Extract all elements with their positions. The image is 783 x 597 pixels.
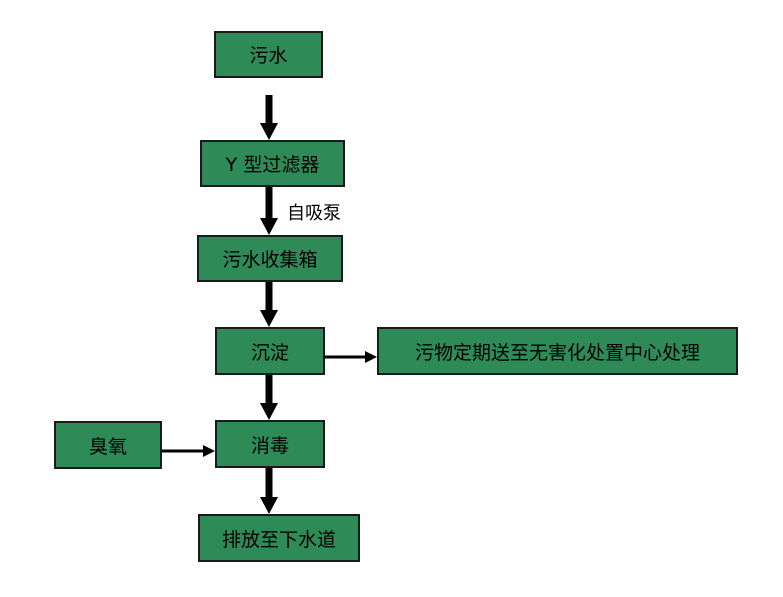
node-sludge-disposal: 污物定期送至无害化处置中心处理 (377, 327, 738, 375)
node-sludge-disposal-label: 污物定期送至无害化处置中心处理 (414, 341, 700, 364)
node-discharge: 排放至下水道 (198, 514, 360, 562)
node-discharge-label: 排放至下水道 (221, 528, 336, 551)
arrow-sedimentation-to-disinfection (260, 375, 278, 420)
arrow-disinfection-to-discharge (260, 468, 278, 514)
node-y-filter-label: Y 型过滤器 (225, 154, 320, 176)
node-sewage: 污水 (214, 31, 323, 78)
node-y-filter: Y 型过滤器 (200, 140, 345, 187)
node-collection-tank: 污水收集箱 (197, 235, 343, 282)
arrow-sewage-to-filter (260, 95, 278, 140)
node-ozone-label: 臭氧 (88, 435, 127, 458)
node-disinfection: 消毒 (215, 420, 325, 468)
arrow-ozone-to-disinfection (162, 445, 215, 457)
edge-label-self-priming-pump: 自吸泵 (287, 203, 341, 224)
arrow-sedimentation-to-disposal (325, 351, 377, 363)
node-ozone: 臭氧 (54, 421, 162, 469)
node-sedimentation-label: 沉淀 (250, 341, 289, 364)
node-disinfection-label: 消毒 (250, 434, 289, 457)
arrow-filter-to-tank (260, 187, 278, 235)
node-sewage-label: 污水 (249, 45, 288, 67)
node-collection-tank-label: 污水收集箱 (222, 249, 318, 271)
arrow-tank-to-sedimentation (260, 282, 278, 327)
node-sedimentation: 沉淀 (215, 327, 325, 375)
